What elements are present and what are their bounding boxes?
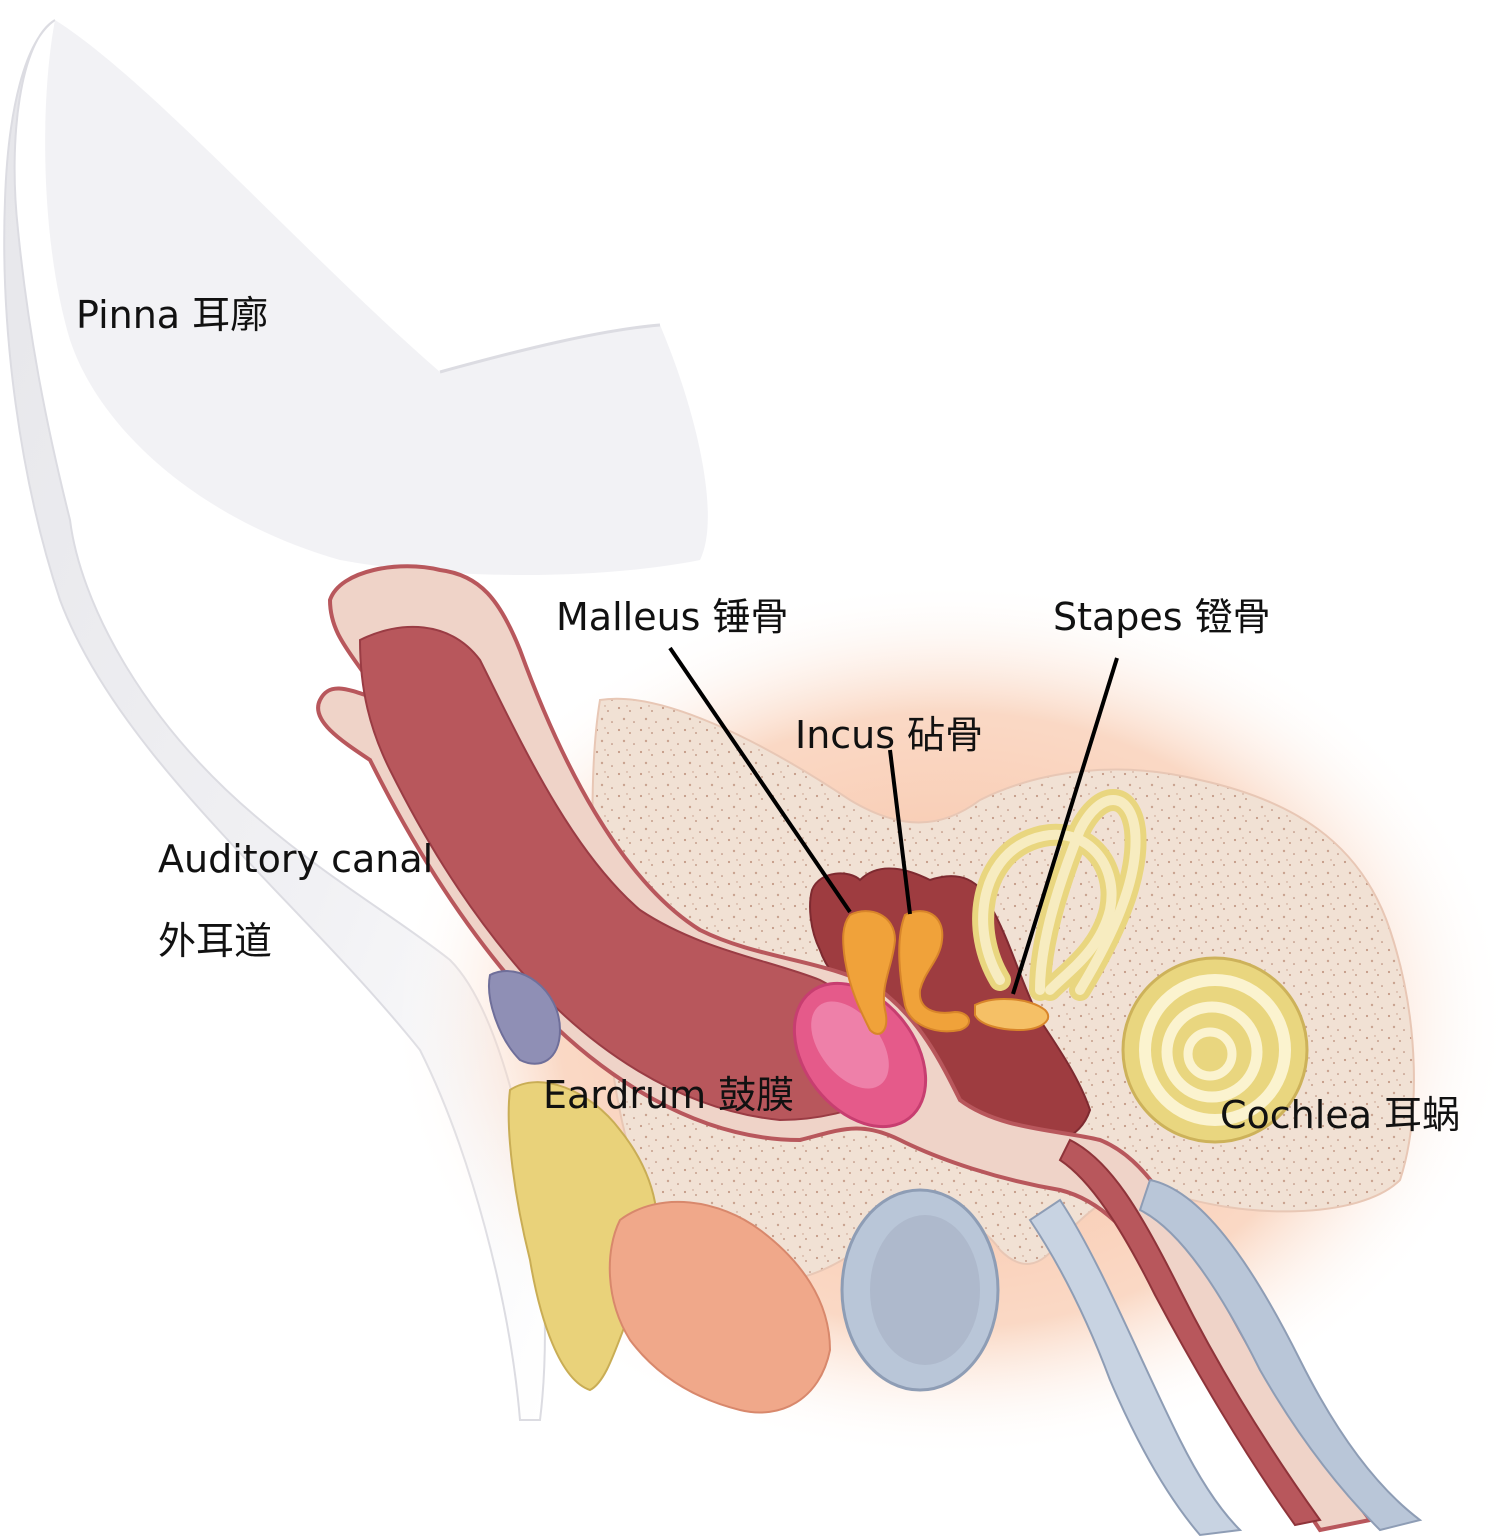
stapes-label: Stapes 镫骨	[1053, 598, 1271, 636]
malleus-label: Malleus 锤骨	[556, 598, 789, 636]
auditory-canal-chinese-label: 外耳道	[158, 922, 272, 960]
eardrum-label: Eardrum 鼓膜	[543, 1076, 794, 1114]
pinna-label: Pinna 耳廓	[76, 296, 268, 334]
jugular-lumen	[870, 1215, 980, 1365]
incus-label: Incus 砧骨	[795, 716, 983, 754]
cochlea-label: Cochlea 耳蜗	[1220, 1096, 1460, 1134]
auditory-canal-label: Auditory canal	[158, 840, 433, 878]
